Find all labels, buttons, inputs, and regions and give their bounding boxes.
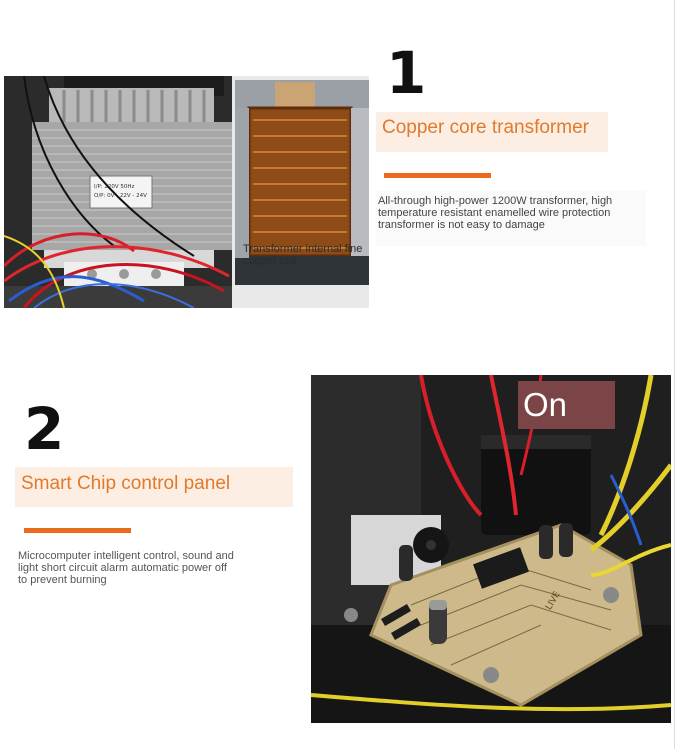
control-board-photo: LIVE	[311, 375, 671, 723]
transformer-main-photo: I/P: 220V 50Hz O/P: 0V - 22V - 24V	[4, 76, 232, 308]
section-description-1: All-through high-power 1200W transformer…	[376, 191, 646, 246]
section-description-2: Microcomputer intelligent control, sound…	[15, 547, 241, 605]
page-edge-divider	[674, 0, 675, 749]
status-badge-on: On	[518, 381, 615, 429]
photo-caption: Transformer internal fine copper coil	[243, 243, 363, 267]
accent-underline-2	[24, 528, 131, 533]
section-title-copper-core-transformer: Copper core transformer	[376, 112, 608, 152]
section-number-2: 2	[24, 395, 65, 463]
spec-label-line2: O/P: 0V - 22V - 24V	[94, 193, 147, 199]
copper-coil-illustration	[235, 80, 369, 285]
section-title-smart-chip-control-panel: Smart Chip control panel	[15, 467, 293, 507]
accent-underline-1	[384, 173, 491, 178]
section-number-1: 1	[386, 39, 427, 107]
copper-coil-photo	[235, 80, 369, 285]
control-board-illustration: LIVE	[311, 375, 671, 723]
spec-label-line1: I/P: 220V 50Hz	[94, 184, 135, 190]
transformer-illustration: I/P: 220V 50Hz O/P: 0V - 22V - 24V	[4, 76, 232, 308]
transformer-photo: I/P: 220V 50Hz O/P: 0V - 22V - 24V	[4, 76, 369, 308]
